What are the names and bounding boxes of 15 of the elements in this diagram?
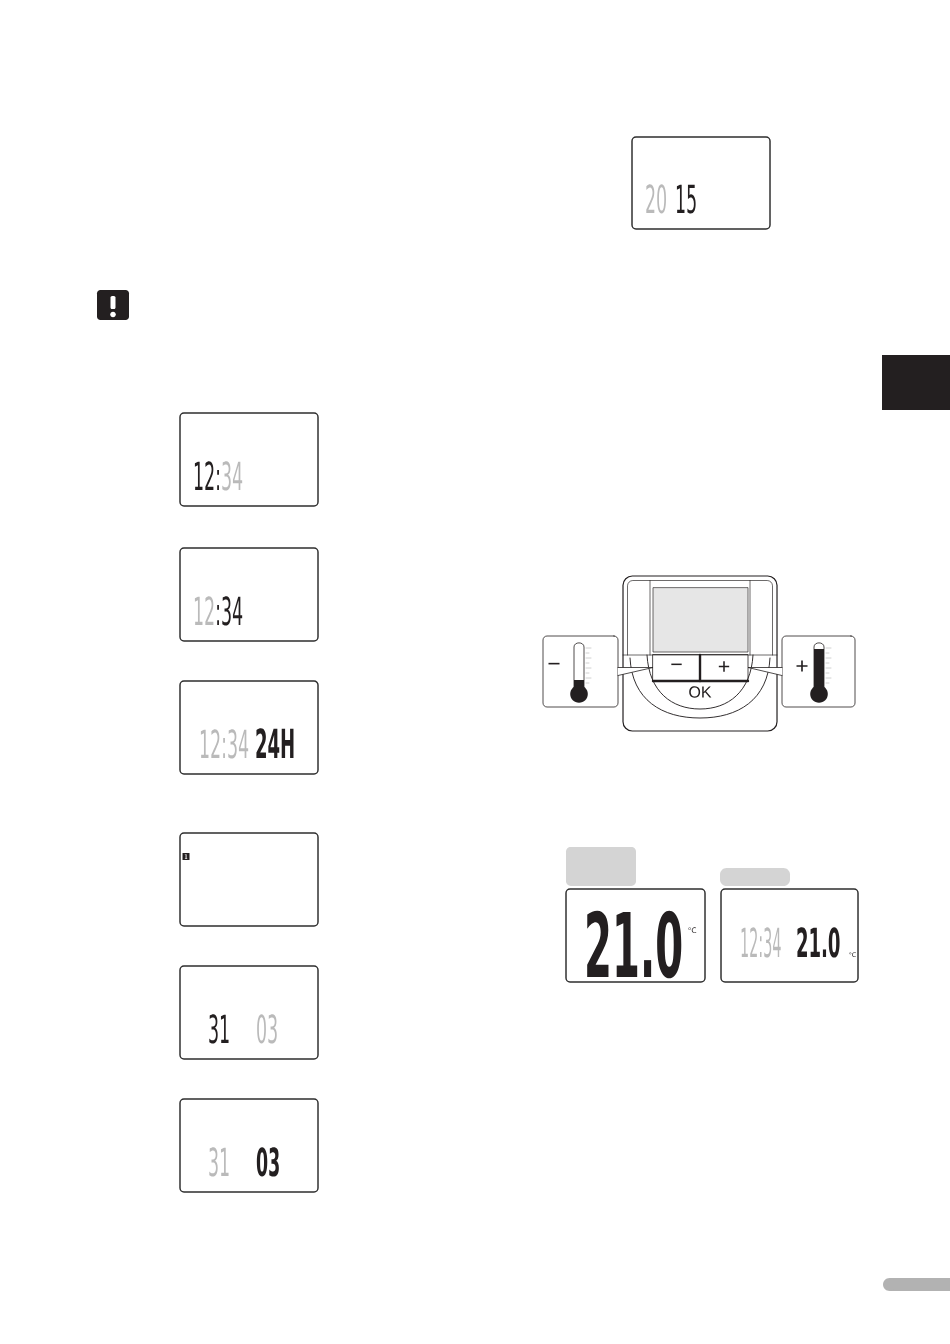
callout-wedge — [747, 667, 783, 676]
lcd-display: 31 03 — [179, 965, 319, 1060]
thermostat-drawing — [622, 575, 778, 732]
lcd-display — [179, 832, 319, 927]
minus-button: − — [652, 654, 701, 681]
lcd-display: 12:34 — [179, 547, 319, 642]
plus-button: + — [699, 654, 749, 681]
ok-label: OK — [689, 686, 712, 698]
callout-panel: + — [781, 635, 856, 708]
lcd-display: 20 15 — [631, 136, 771, 230]
lcd-display: 12:34 — [179, 412, 319, 507]
lcd-display: 12:34 24H — [179, 680, 319, 775]
callout-panel: − — [542, 635, 619, 708]
callout-wedge — [617, 667, 654, 676]
lcd-display: 31 03 — [179, 1098, 319, 1193]
